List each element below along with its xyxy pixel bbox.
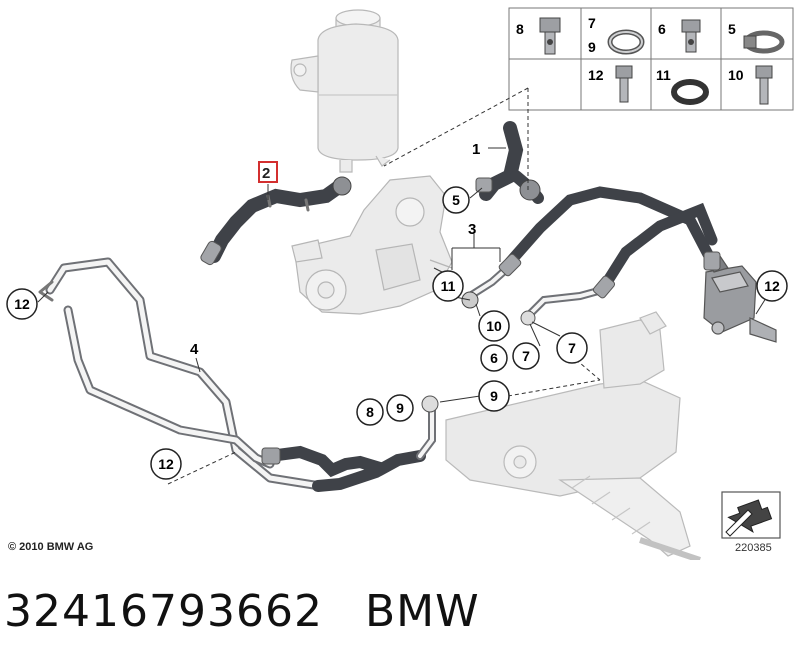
- callout-circle-10: 10: [478, 310, 510, 342]
- svg-text:11: 11: [441, 278, 456, 294]
- svg-text:8: 8: [366, 404, 374, 420]
- brand-name: BMW: [364, 586, 480, 637]
- callout-circle-9-left: 9: [386, 394, 414, 422]
- callout-part-3: 3: [468, 221, 476, 238]
- callouts: 2 1 3 4 5 11 10 6 7 7 12: [6, 141, 788, 480]
- power-steering-pump: [291, 175, 453, 315]
- sealing-ring-icon: [607, 29, 645, 55]
- svg-text:7: 7: [568, 340, 576, 356]
- hex-bolt-long-icon: [755, 65, 773, 105]
- table-no-7: 7: [588, 15, 596, 31]
- callout-circle-12-right: 12: [756, 270, 788, 302]
- callout-part-1: 1: [472, 141, 480, 158]
- hex-bolt-icon: [615, 65, 633, 103]
- table-no-8: 8: [516, 21, 524, 37]
- image-number: 220385: [735, 542, 772, 554]
- line-4-hose: [261, 445, 426, 492]
- table-no-11: 11: [656, 67, 671, 83]
- parts-diagram: 8 7 9 6 5 12 11: [6, 7, 794, 560]
- hose-clamp-icon: [743, 30, 785, 54]
- svg-text:5: 5: [452, 192, 460, 208]
- callout-circle-7-right: 7: [556, 332, 588, 364]
- svg-text:12: 12: [158, 456, 174, 472]
- callout-circle-5: 5: [442, 186, 470, 214]
- suction-hose-1: [475, 121, 544, 204]
- hose-assembly-3: [498, 186, 721, 299]
- callout-circle-7-left: 7: [512, 342, 540, 370]
- table-no-6: 6: [658, 21, 666, 37]
- callout-part-2: 2: [262, 165, 270, 182]
- svg-text:12: 12: [14, 296, 30, 312]
- svg-text:7: 7: [522, 348, 530, 364]
- svg-text:9: 9: [396, 400, 404, 416]
- callout-2-box: [258, 161, 278, 183]
- pressure-line-4: [38, 257, 325, 491]
- table-no-10: 10: [728, 67, 744, 83]
- callout-circle-6: 6: [480, 344, 508, 372]
- callout-circle-8: 8: [356, 398, 384, 426]
- banjo-bolt-icon: [539, 17, 561, 55]
- callout-circle-12-left: 12: [6, 288, 38, 320]
- svg-text:12: 12: [764, 278, 780, 294]
- callout-part-4: 4: [190, 341, 199, 358]
- return-hose-2: [200, 176, 352, 266]
- svg-text:9: 9: [490, 388, 498, 404]
- table-no-9: 9: [588, 39, 596, 55]
- part-number: 32416793662: [4, 586, 323, 637]
- fluid-reservoir: [290, 9, 399, 173]
- steering-gear: [445, 311, 701, 560]
- table-no-12: 12: [588, 67, 604, 83]
- leader-lines: [37, 87, 767, 485]
- svg-text:6: 6: [490, 350, 498, 366]
- callout-circle-12-bottom: 12: [150, 448, 182, 480]
- callout-circle-9-right: 9: [478, 380, 510, 412]
- banjo-bolt-small-icon: [681, 19, 701, 53]
- copyright-text: © 2010 BMW AG: [8, 541, 94, 553]
- part-caption: 32416793662 BMW: [4, 586, 480, 637]
- o-ring-icon: [671, 79, 709, 105]
- orientation-arrow-icon: [721, 491, 781, 539]
- return-pipe: [416, 395, 439, 460]
- parts-table: 8 7 9 6 5 12 11: [508, 7, 794, 111]
- svg-text:10: 10: [486, 318, 502, 334]
- callout-circle-11: 11: [432, 270, 464, 302]
- table-no-5: 5: [728, 21, 736, 37]
